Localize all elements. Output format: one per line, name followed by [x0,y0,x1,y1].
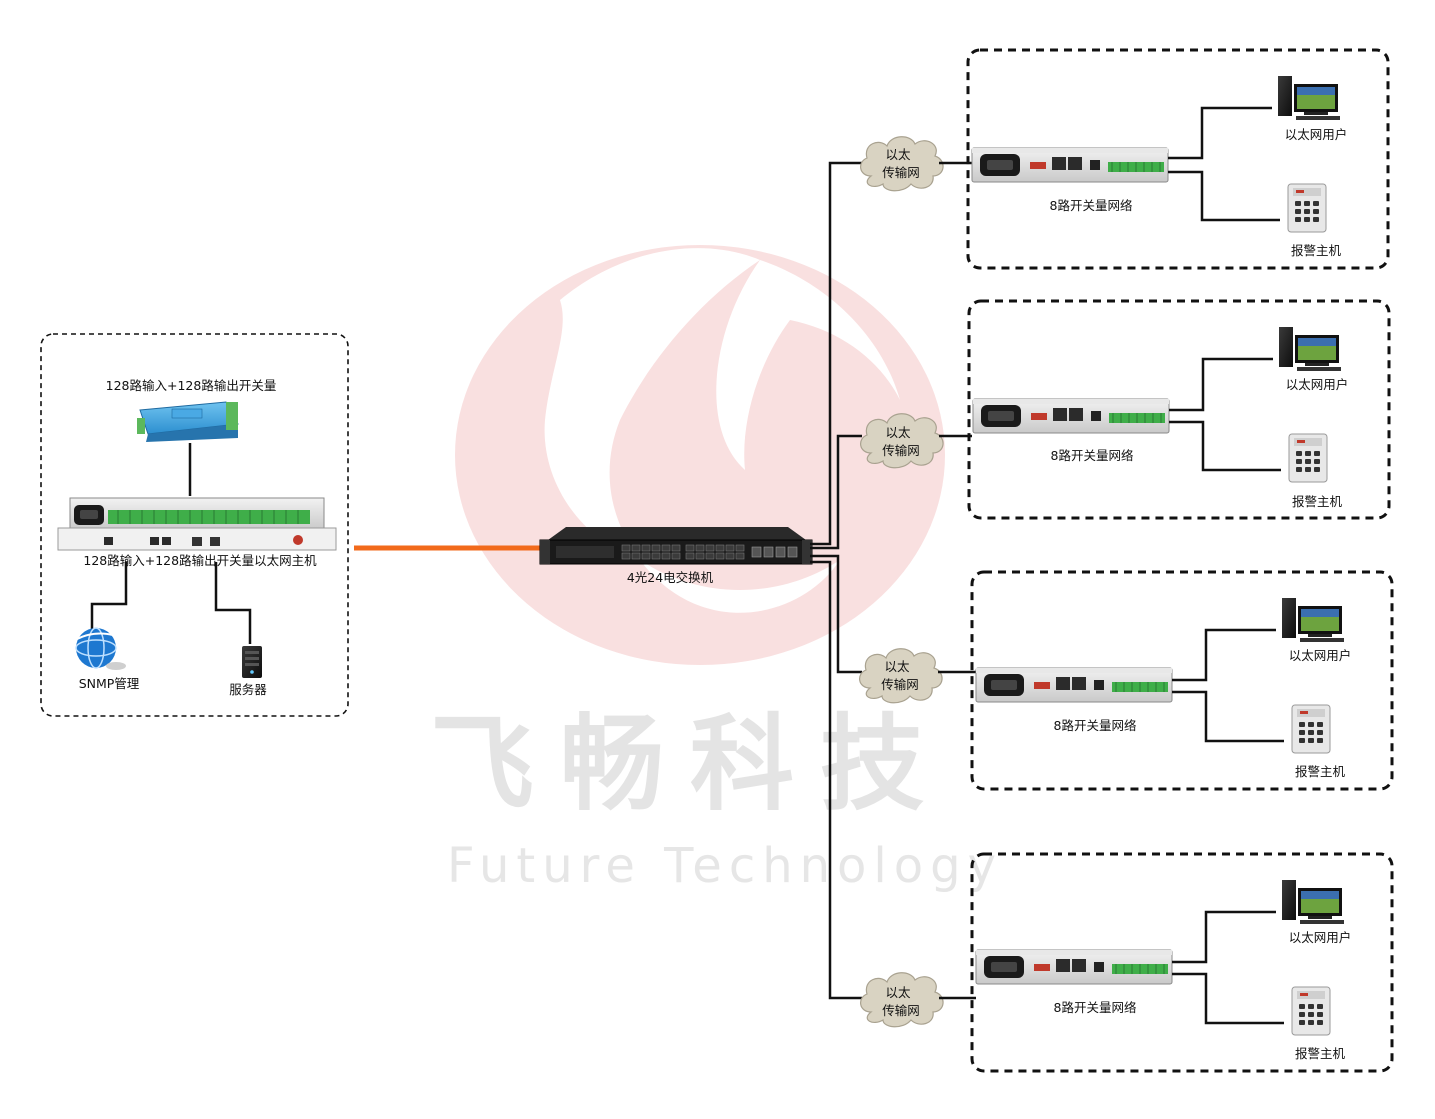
io-module-label: 128路输入+128路输出开关量 [105,378,277,393]
branch-3-alarm-label: 报警主机 [1294,764,1346,779]
branch-1-user-label: 以太网用户 [1284,127,1348,142]
branch-4-cloud-line1: 以太 [885,985,911,1000]
server-label: 服务器 [229,682,267,697]
host-label: 128路输入+128路输出开关量以太网主机 [83,553,317,568]
branch-1-alarm-label: 报警主机 [1290,243,1342,258]
branch-4-cloud-line2: 传输网 [882,1003,920,1018]
branch-3-cloud-line2: 传输网 [881,677,919,692]
server-icon [242,646,262,678]
branch-2 [859,299,1391,520]
branch-1 [859,48,1390,270]
branch-4-user-label: 以太网用户 [1288,930,1352,945]
watermark-text-cn: 飞畅科技 [430,703,951,825]
branch-3-cloud-line1: 以太 [884,659,910,674]
snmp-label: SNMP管理 [78,676,140,691]
switch-label: 4光24电交换机 [626,570,714,585]
branch-3-user-label: 以太网用户 [1288,648,1352,663]
branch-4-alarm-label: 报警主机 [1294,1046,1346,1061]
host-group-frame [40,333,349,717]
host-rack-device [57,497,337,551]
branch-1-cloud-line2: 传输网 [882,165,920,180]
branch-1-cloud-line1: 以太 [885,147,911,162]
branch-3 [858,570,1394,791]
branch-2-user-label: 以太网用户 [1285,377,1349,392]
watermark-text-en: Future Technology [447,838,1003,894]
branch-3-device-label: 8路开关量网络 [1053,718,1137,733]
branch-2-cloud-line2: 传输网 [882,443,920,458]
io-module-device [137,401,239,442]
core-switch-device [539,527,813,565]
branch-2-cloud-line1: 以太 [885,425,911,440]
trunk-lines [810,161,862,1000]
branch-4-device-label: 8路开关量网络 [1053,1000,1137,1015]
branch-1-device-label: 8路开关量网络 [1049,198,1133,213]
globe-icon [71,627,126,670]
branch-4 [859,852,1394,1073]
branch-2-device-label: 8路开关量网络 [1050,448,1134,463]
branch-2-alarm-label: 报警主机 [1291,494,1343,509]
